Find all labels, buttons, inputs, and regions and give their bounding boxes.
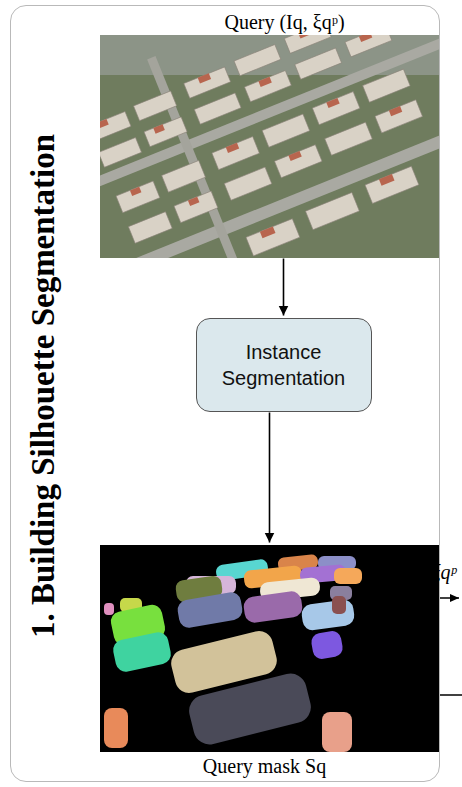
query-image: Query (Iq, ξqᵖ) [100, 10, 440, 258]
aerial-photo [100, 35, 440, 258]
mask-image: Query mask Sq [100, 545, 440, 782]
image-caption: Query mask Sq [100, 754, 440, 778]
process-box: Instance Segmentation [196, 318, 372, 412]
stage-title: 1. Building Silhouette Segmentation [25, 134, 62, 638]
mask-image [100, 545, 440, 752]
outgoing-line [440, 694, 462, 696]
image-title: Query (Iq, ξqᵖ) [100, 10, 440, 34]
outgoing-arrow [440, 597, 459, 599]
process-label: Instance Segmentation [205, 339, 363, 391]
flow-arrow [283, 259, 285, 316]
flow-arrow [269, 413, 271, 543]
pose-label: ξqᵖ [432, 560, 456, 584]
stage-panel: Query (Iq, ξqᵖ) Instance SegmentationQuer… [10, 5, 440, 782]
